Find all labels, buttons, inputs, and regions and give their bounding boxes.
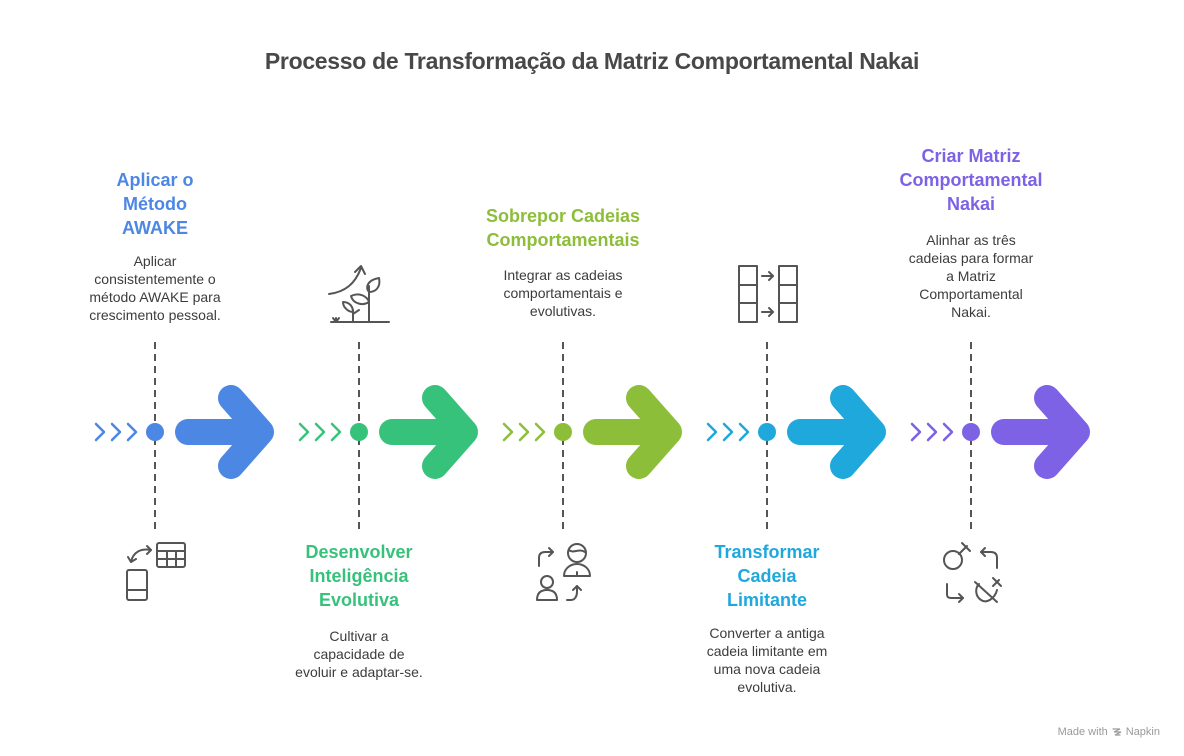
heading-line: Sobrepor Cadeias: [485, 206, 641, 226]
heading-line: Desenvolver: [305, 542, 413, 562]
heading-line: Inteligência: [309, 566, 409, 586]
heading-line: AWAKE: [121, 218, 188, 238]
heading-line: Comportamentais: [486, 230, 640, 250]
desc-line: evoluir e adaptar-se.: [295, 664, 423, 680]
dashed-connector: [970, 342, 972, 530]
desc-line: Cultivar a: [329, 628, 389, 644]
people-exchange-icon: [536, 543, 591, 601]
desc-line: capacidade de: [313, 646, 405, 662]
desc-line: Integrar as cadeias: [503, 267, 623, 283]
desc-line: evolutivas.: [529, 303, 597, 319]
step-description: Cultivar a capacidade de evoluir e adapt…: [269, 627, 449, 681]
heading-line: Aplicar o: [116, 170, 194, 190]
desc-line: Alinhar as três: [926, 232, 1016, 248]
step-heading: Sobrepor Cadeias Comportamentais: [461, 204, 665, 252]
heading-line: Transformar: [714, 542, 820, 562]
arrow-right-icon: [991, 385, 1090, 479]
desc-line: Comportamental: [919, 286, 1023, 302]
heading-line: Criar Matriz: [921, 146, 1021, 166]
flow-arrow: [298, 385, 478, 479]
desc-line: cadeias para formar: [908, 250, 1034, 266]
step-description: Converter a antiga cadeia limitante em u…: [677, 624, 857, 696]
step-node: [350, 423, 368, 441]
dashed-connector: [358, 342, 360, 530]
heading-line: Evolutiva: [318, 590, 400, 610]
arrow-right-icon: [583, 385, 682, 479]
dashed-connector: [562, 342, 564, 530]
step-heading: Criar Matriz Comportamental Nakai: [869, 144, 1073, 216]
step-develop-intelligence: Desenvolver Inteligência Evolutiva Culti…: [257, 0, 478, 756]
step-node: [146, 423, 164, 441]
dashed-connector: [766, 342, 768, 530]
desc-line: crescimento pessoal.: [89, 307, 221, 323]
device-table-sync-icon: [126, 542, 186, 601]
flow-arrow: [94, 385, 274, 479]
step-heading: Transformar Cadeia Limitante: [665, 540, 869, 612]
desc-line: método AWAKE para: [89, 289, 221, 305]
napkin-watermark: Made with Napkin: [1058, 726, 1160, 738]
step-description: Integrar as cadeias comportamentais e ev…: [473, 266, 653, 320]
desc-line: uma nova cadeia: [713, 661, 821, 677]
plant-growth-icon: [328, 265, 390, 323]
column-transform-icon: [738, 265, 798, 323]
arrow-right-icon: [787, 385, 886, 479]
napkin-logo-icon: [1112, 727, 1122, 736]
step-overlay-chains: Sobrepor Cadeias Comportamentais Integra…: [461, 0, 682, 756]
desc-line: evolutiva.: [737, 679, 797, 695]
desc-line: comportamentais e: [503, 285, 623, 301]
heading-line: Nakai: [946, 194, 996, 214]
chevrons-icon: [298, 422, 342, 442]
flow-arrow: [910, 385, 1090, 479]
step-transform-limiting-chain: Transformar Cadeia Limitante Converter a…: [665, 0, 886, 756]
heading-line: Cadeia: [737, 566, 797, 586]
step-description: Aplicar consistentemente o método AWAKE …: [65, 252, 245, 324]
diagram-title: Processo de Transformação da Matriz Comp…: [264, 48, 920, 74]
chevrons-icon: [94, 422, 138, 442]
desc-line: a Matriz: [946, 268, 996, 284]
step-apply-awake: Aplicar o Método AWAKE Aplicar consisten…: [53, 0, 274, 756]
chevrons-icon: [910, 422, 954, 442]
desc-line: Aplicar: [133, 253, 177, 269]
heading-line: Limitante: [726, 590, 807, 610]
step-node: [758, 423, 776, 441]
made-with-text: Made with: [1057, 726, 1108, 738]
step-node: [962, 423, 980, 441]
step-heading: Desenvolver Inteligência Evolutiva: [257, 540, 461, 612]
desc-line: Nakai.: [951, 304, 991, 320]
step-heading: Aplicar o Método AWAKE: [53, 168, 257, 240]
flow-arrow: [502, 385, 682, 479]
chevrons-icon: [502, 422, 546, 442]
desc-line: consistentemente o: [94, 271, 216, 287]
heading-line: Comportamental: [899, 170, 1043, 190]
desc-line: cadeia limitante em: [706, 643, 828, 659]
arrow-right-icon: [379, 385, 478, 479]
dashed-connector: [154, 342, 156, 530]
desc-line: Converter a antiga: [709, 625, 825, 641]
step-create-nakai-matrix: Criar Matriz Comportamental Nakai Alinha…: [869, 0, 1090, 756]
brand-text: Napkin: [1125, 726, 1160, 738]
step-node: [554, 423, 572, 441]
arrow-right-icon: [175, 385, 274, 479]
symbol-cycle-icon: [943, 542, 1002, 603]
heading-line: Método: [123, 194, 187, 214]
chevrons-icon: [706, 422, 750, 442]
flow-arrow: [706, 385, 886, 479]
step-description: Alinhar as três cadeias para formar a Ma…: [881, 231, 1061, 321]
